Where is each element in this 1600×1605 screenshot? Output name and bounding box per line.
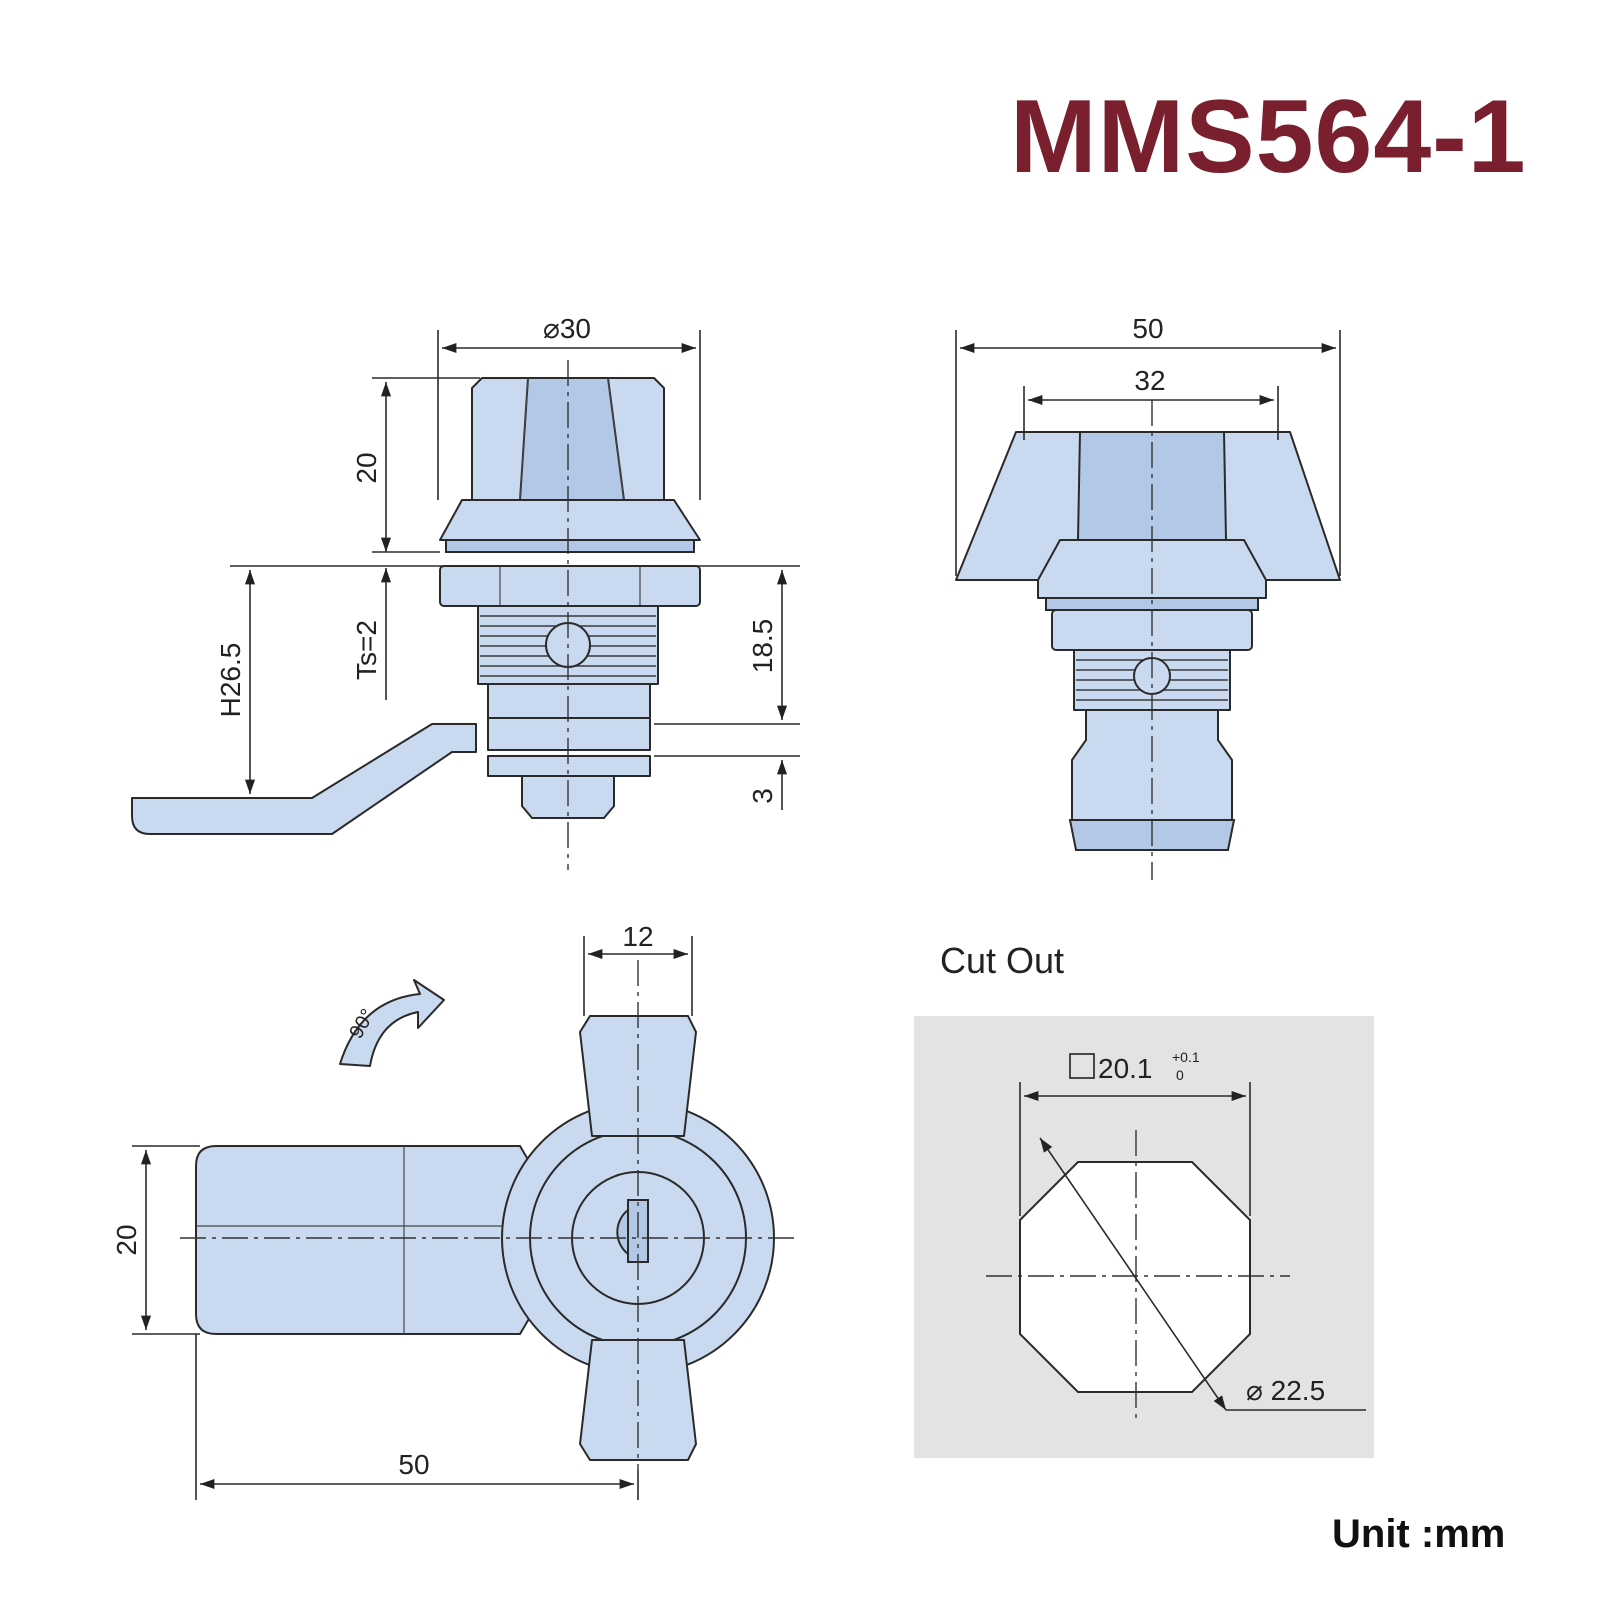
unit-label: Unit :mm bbox=[1332, 1512, 1506, 1556]
cutout-view: 20.1 +0.1 0 ⌀ 22.5 bbox=[914, 1016, 1374, 1458]
dim-cam-thickness: 3 bbox=[747, 788, 778, 804]
washer bbox=[487, 755, 651, 777]
knob-grip bbox=[518, 377, 626, 501]
dim-total-height: H26.5 bbox=[215, 643, 246, 718]
lower-body bbox=[487, 683, 651, 719]
square-icon bbox=[1069, 1053, 1095, 1079]
key-slot-half bbox=[616, 1207, 629, 1257]
hex-nut bbox=[439, 565, 701, 607]
cam-hub bbox=[487, 717, 651, 751]
cam-arm-top bbox=[195, 1145, 541, 1335]
gasket bbox=[445, 539, 695, 553]
cam-arm bbox=[131, 723, 477, 835]
rotation-arrow-icon bbox=[339, 979, 445, 1067]
dim-cam-length-50: 50 bbox=[398, 1449, 429, 1480]
dim-height-20: 20 bbox=[351, 452, 382, 483]
cutout-title: Cut Out bbox=[940, 940, 1065, 981]
bottom-view: 90° 12 20 50 bbox=[111, 921, 800, 1500]
dim-panel-thickness: Ts=2 bbox=[351, 620, 382, 680]
model-title: MMS564-1 bbox=[1010, 79, 1527, 195]
dim-width-50: 50 bbox=[1132, 313, 1163, 344]
cutout-square-dim: 20.1 bbox=[1098, 1053, 1153, 1084]
side-view: 50 32 bbox=[955, 313, 1341, 880]
cutout-diameter-dim: ⌀ 22.5 bbox=[1246, 1375, 1325, 1406]
dim-knob-width-12: 12 bbox=[622, 921, 653, 952]
dim-cam-width-20: 20 bbox=[111, 1224, 142, 1255]
cutout-tol-lower: 0 bbox=[1176, 1067, 1184, 1083]
dim-body-height: 18.5 bbox=[747, 619, 778, 674]
front-view: ⌀30 20 Ts=2 H26.5 18.5 3 bbox=[131, 313, 800, 870]
dim-diameter-30: ⌀30 bbox=[543, 313, 591, 344]
flange bbox=[439, 499, 701, 541]
dim-width-32: 32 bbox=[1134, 365, 1165, 396]
cutout-tol-upper: +0.1 bbox=[1172, 1049, 1200, 1065]
